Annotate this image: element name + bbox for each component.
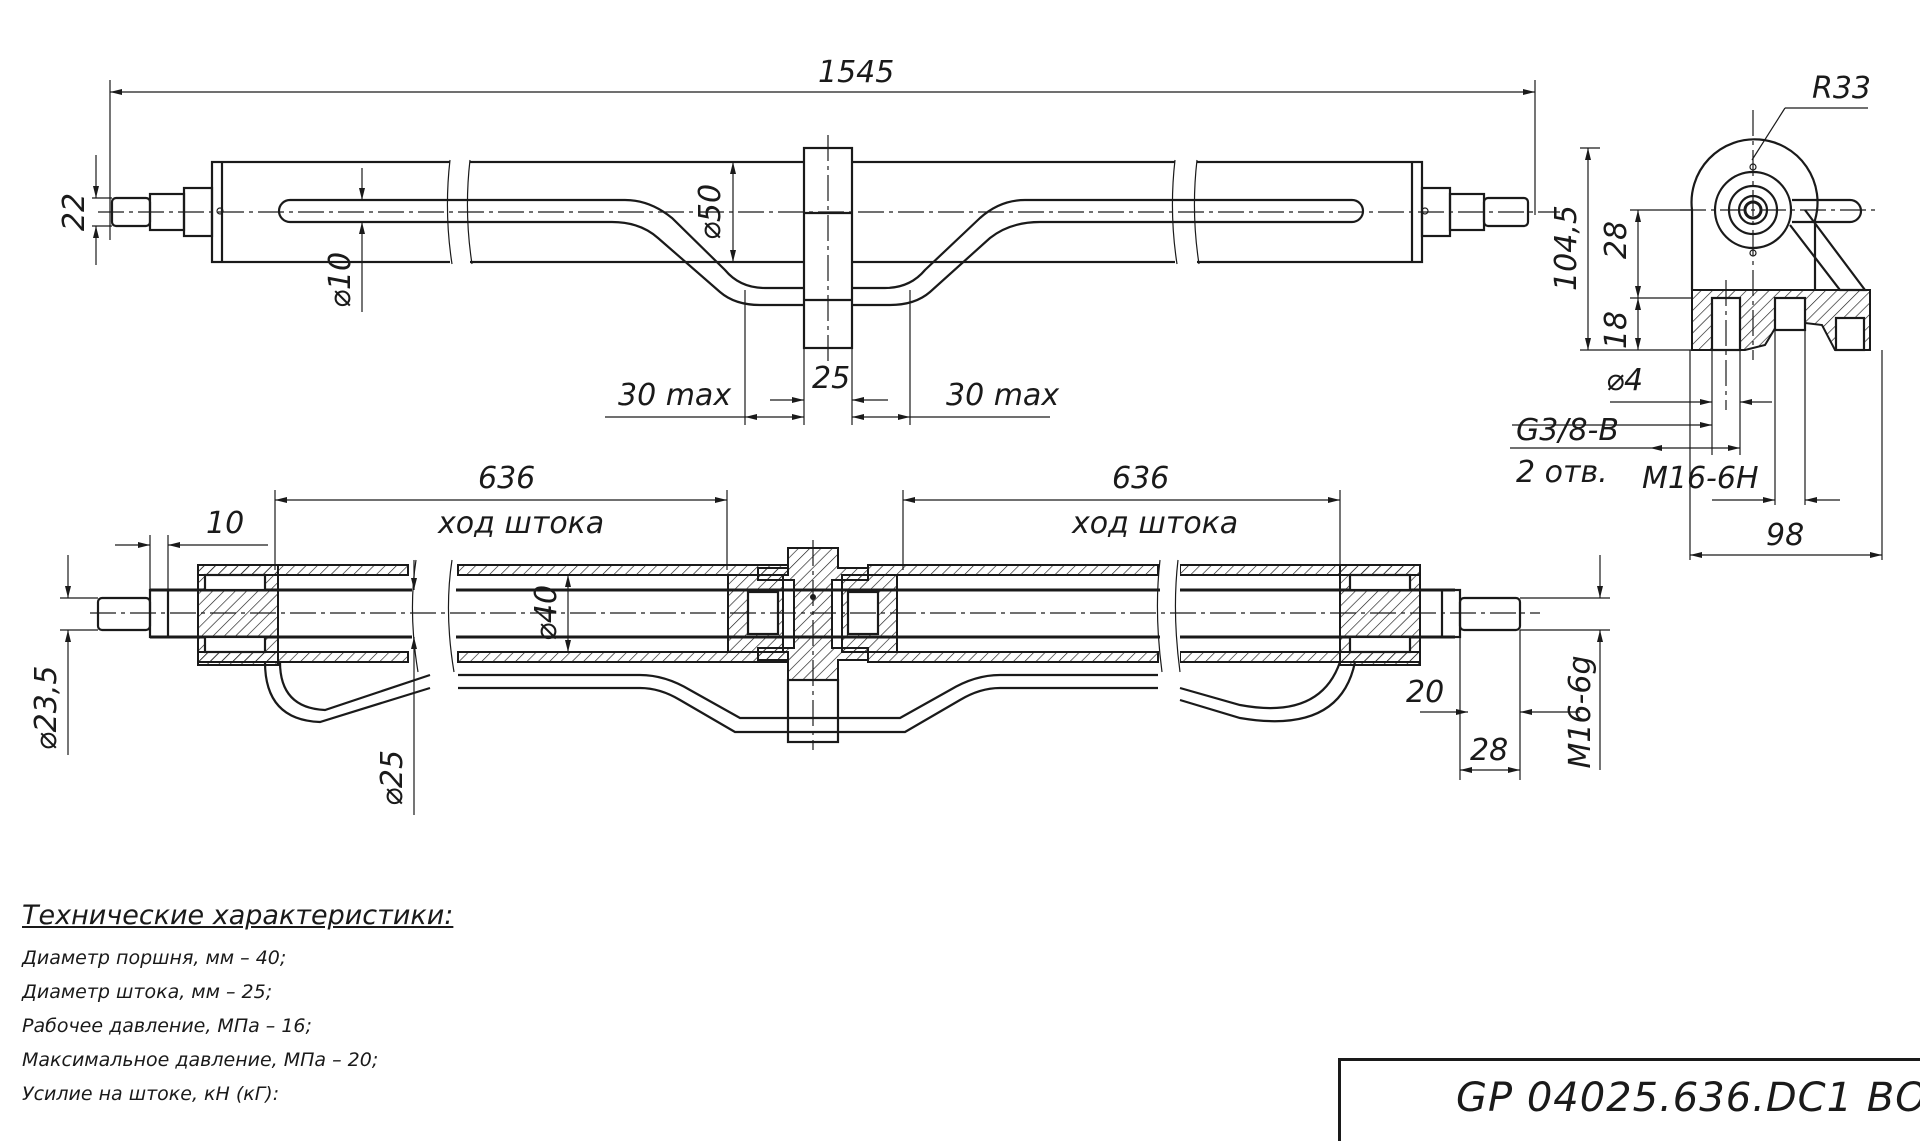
dim-radius: R33 [1812,71,1871,106]
dim-hole-diameter: ⌀4 [1606,363,1643,398]
specs-heading: Технические характеристики: [22,900,454,931]
dim-rod-end-total: 28 [1470,733,1508,768]
dim-rod-thread: M16-6g [1563,655,1598,768]
dim-overall-length: 1545 [818,55,894,90]
dim-end-length: 10 [206,506,244,541]
section-view: 636 ход штока 636 ход штока 10 ⌀40 ⌀23,5… [29,461,1610,815]
dim-stroke-right: 636 [1112,461,1169,496]
specs-line: Диаметр поршня, мм – 40; [22,947,287,969]
dim-axis-height: 28 [1599,221,1634,259]
dim-base-height: 18 [1599,311,1634,349]
dim-barrel-diameter: ⌀50 [693,184,728,240]
specs-line: Рабочее давление, МПа – 16; [22,1015,312,1037]
dim-rod-end-length: 20 [1406,675,1444,710]
dim-rod-diameter: ⌀25 [375,750,410,806]
top-view: 1545 22 ⌀50 ⌀10 25 30 max 30 max [57,55,1560,425]
dim-offset-left: 30 max [618,378,731,413]
specs-line: Диаметр штока, мм – 25; [22,981,273,1003]
dim-stroke-label-left: ход штока [437,506,604,541]
dim-tube-diameter: ⌀10 [323,252,358,308]
dim-fitting-height: 22 [57,193,92,231]
specs-line: Усилие на штоке, кН (кГ): [22,1083,280,1105]
drawing-code: GP 04025.636.DC1 BO [1456,1075,1920,1121]
dim-height-total: 104,5 [1549,205,1584,291]
dim-stroke-left: 636 [478,461,535,496]
dim-clamp-width: 25 [812,361,850,396]
dim-stroke-label-right: ход штока [1071,506,1238,541]
title-block: GP 04025.636.DC1 BO [1338,1058,1920,1141]
dim-offset-right: 30 max [946,378,1059,413]
side-view: R33 104,5 28 18 ⌀4 G3/8-B 2 отв. M16-6H … [1510,71,1883,560]
specs-line: Максимальное давление, МПа – 20; [22,1049,379,1071]
specs-block: Технические характеристики: Диаметр порш… [22,900,453,1111]
dim-rod-end-diameter: ⌀23,5 [29,666,64,751]
dim-base-width: 98 [1766,518,1804,553]
dim-mount-thread: M16-6H [1642,461,1759,496]
dim-port-count: 2 отв. [1516,455,1608,490]
dim-piston-diameter: ⌀40 [529,585,564,641]
dim-port-thread: G3/8-B [1516,413,1619,448]
